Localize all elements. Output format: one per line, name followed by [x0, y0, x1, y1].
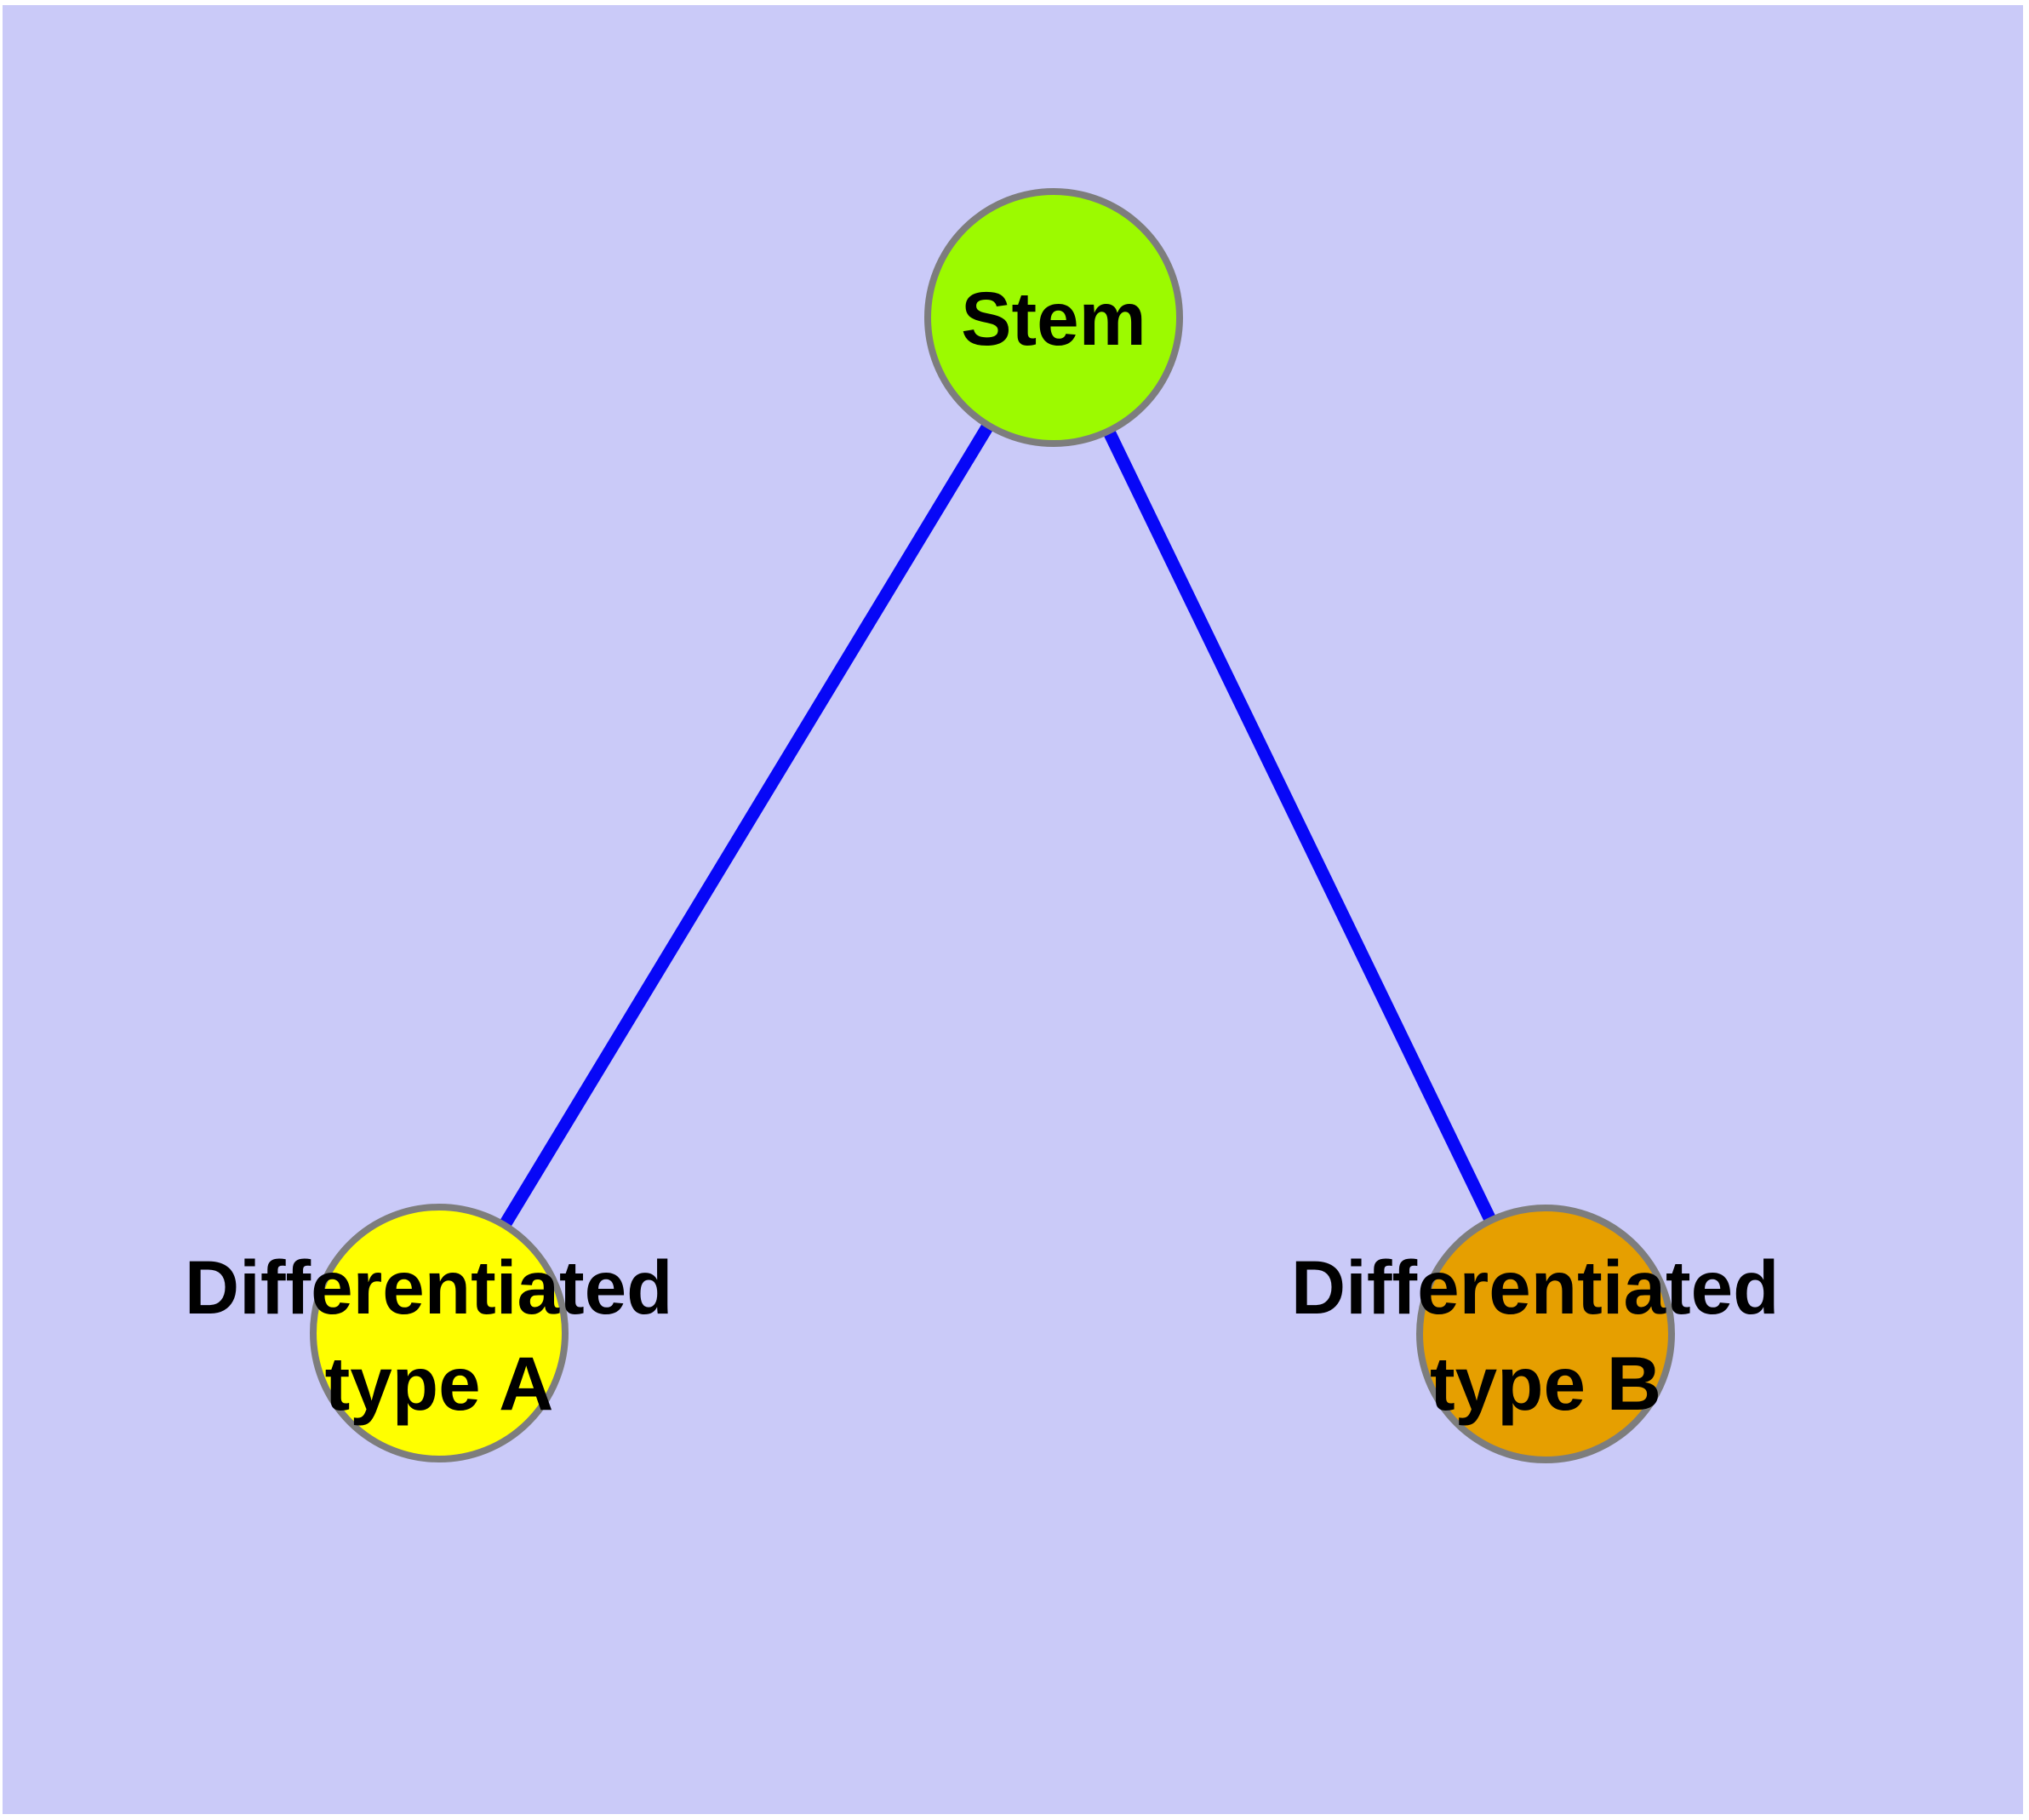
node-differentiated-type-a-label: Differentiated type A	[185, 1245, 694, 1426]
node-stem-label: Stem	[961, 276, 1146, 361]
node-differentiated-type-b-circle	[1416, 1205, 1675, 1463]
node-stem-circle	[924, 188, 1183, 447]
edge-stem-to-type-b	[1048, 314, 1552, 1337]
edge-group	[433, 314, 1552, 1337]
node-differentiated-type-a-circle	[310, 1204, 569, 1462]
node-differentiated-type-b-label-line1: Differentiated	[1291, 1245, 1780, 1330]
node-differentiated-type-b: Differentiated type B	[1291, 1205, 1800, 1463]
node-differentiated-type-b-label-line2: type B	[1430, 1341, 1661, 1426]
node-stem: Stem	[924, 188, 1183, 447]
node-differentiated-type-a-label-line1: Differentiated	[185, 1245, 673, 1330]
node-differentiated-type-a: Differentiated type A	[185, 1204, 694, 1462]
edge-stem-to-type-a	[433, 314, 1060, 1336]
node-differentiated-type-b-label: Differentiated type B	[1291, 1245, 1800, 1426]
node-differentiated-type-a-label-line2: type A	[325, 1341, 554, 1426]
